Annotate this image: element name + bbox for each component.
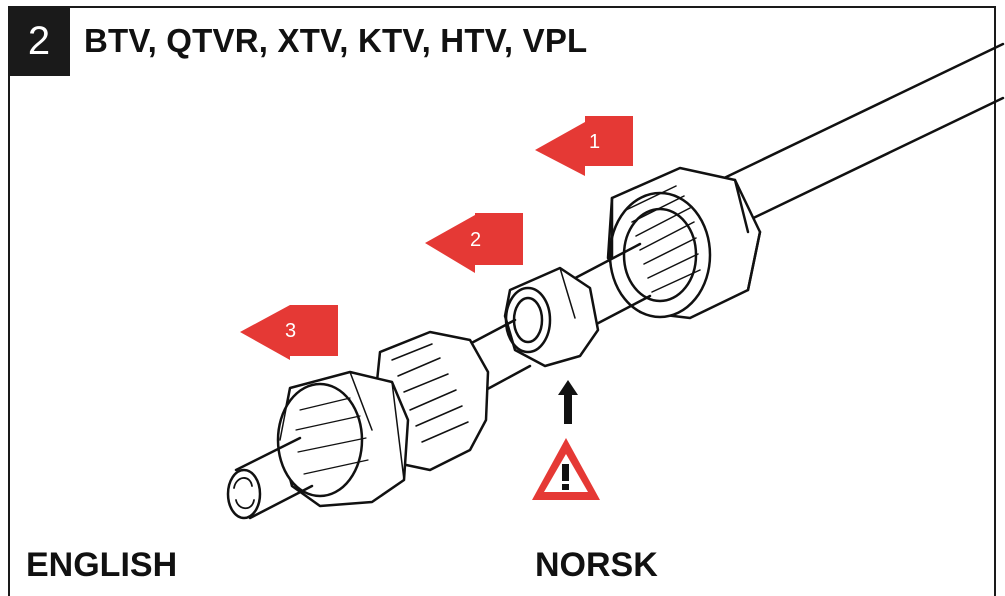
arrow-1-label: 1 (589, 131, 600, 153)
page-title: BTV, QTVR, XTV, KTV, HTV, VPL (84, 22, 588, 59)
arrow-2-label: 2 (470, 229, 481, 251)
seal-insert-part (503, 266, 600, 368)
cable-lower-edge (743, 96, 1005, 224)
step-number-badge: 2 (8, 6, 70, 76)
warning-triangle-icon (532, 438, 600, 500)
language-heading-norsk: NORSK (535, 546, 658, 584)
cable-end-lower (248, 484, 314, 520)
arrow-3: 3 (240, 305, 338, 360)
arrow-1: 1 (535, 116, 633, 176)
arrow-3-label: 3 (285, 320, 296, 342)
arrow-2: 2 (425, 213, 523, 273)
page-frame (8, 6, 996, 596)
up-arrow-icon (558, 380, 578, 424)
cable-short-lower (480, 364, 532, 394)
gland-body-part (276, 330, 490, 508)
cable-upper-edge (718, 42, 1005, 182)
large-nut-part (606, 166, 762, 320)
cable-end-upper (234, 436, 302, 472)
language-heading-english: ENGLISH (26, 546, 178, 584)
